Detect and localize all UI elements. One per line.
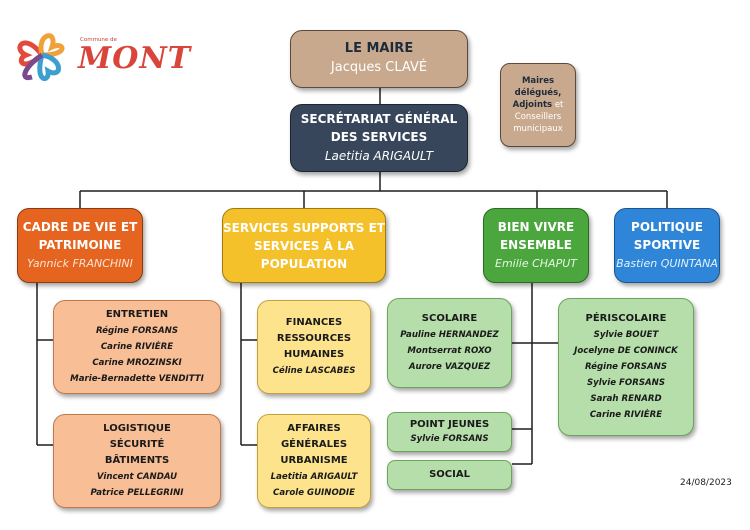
- unit-logistique-box: LOGISTIQUE SÉCURITÉ BÂTIMENTS Vincent CA…: [53, 414, 221, 508]
- maire-title: LE MAIRE: [344, 41, 414, 56]
- dept-supports-title-2: SERVICES À LA: [253, 238, 355, 253]
- logo-commune-de: Commune de: [80, 37, 117, 43]
- unit-periscolaire-person: Carine RIVIÈRE: [589, 410, 663, 420]
- clover-logo-icon: [17, 33, 65, 82]
- sg-box: SECRÉTARIAT GÉNÉRAL DES SERVICES Laetiti…: [290, 104, 468, 172]
- unit-social-box: SOCIAL: [387, 460, 512, 490]
- dept-sport-box: POLITIQUE SPORTIVE Bastien QUINTANA: [614, 208, 720, 283]
- sg-title-1: SECRÉTARIAT GÉNÉRAL: [300, 112, 458, 126]
- unit-scolaire-person: Pauline HERNANDEZ: [400, 330, 499, 340]
- unit-logistique-title-1: LOGISTIQUE: [103, 423, 171, 434]
- unit-scolaire-person: Montserrat ROXO: [407, 346, 492, 356]
- adjoints-line2: délégués,: [514, 88, 562, 98]
- unit-pointjeunes-person: Sylvie FORSANS: [410, 434, 489, 444]
- unit-social-title: SOCIAL: [429, 469, 470, 480]
- unit-pointjeunes-box: POINT JEUNES Sylvie FORSANS: [387, 412, 512, 452]
- unit-entretien-person: Marie-Bernadette VENDITTI: [70, 374, 204, 384]
- dept-sport-title-2: SPORTIVE: [633, 237, 701, 252]
- unit-periscolaire-title: PÉRISCOLAIRE: [585, 313, 667, 324]
- unit-logistique-person: Patrice PELLEGRINI: [90, 488, 184, 498]
- unit-periscolaire-person: Régine FORSANS: [584, 362, 668, 372]
- adjoints-line3b: et: [554, 100, 564, 110]
- unit-scolaire-title: SCOLAIRE: [421, 313, 478, 324]
- adjoints-line4: Conseillers: [514, 112, 562, 122]
- dept-cadre-name: Yannick FRANCHINI: [27, 256, 133, 270]
- commune-logo: Commune de MONT: [12, 25, 190, 87]
- dept-sport-name: Bastien QUINTANA: [616, 256, 718, 270]
- unit-finances-title-1: FINANCES: [285, 317, 343, 328]
- sg-name: Laetitia ARIGAULT: [324, 149, 434, 163]
- unit-entretien-box: ENTRETIEN Régine FORSANS Carine RIVIÈRE …: [53, 300, 221, 394]
- unit-periscolaire-person: Sylvie FORSANS: [586, 378, 666, 388]
- dept-supports-title-3: POPULATION: [260, 256, 348, 271]
- sg-title-2: DES SERVICES: [330, 130, 428, 144]
- dept-sport-title-1: POLITIQUE: [631, 219, 703, 234]
- dept-cadre-title-1: CADRE DE VIE ET: [22, 219, 138, 234]
- adjoints-line5: municipaux: [513, 124, 563, 134]
- unit-periscolaire-person: Jocelyne DE CONINCK: [574, 346, 678, 356]
- unit-logistique-title-3: BÂTIMENTS: [104, 455, 170, 466]
- unit-entretien-person: Carine MROZINSKI: [92, 358, 182, 368]
- unit-periscolaire-box: PÉRISCOLAIRE Sylvie BOUET Jocelyne DE CO…: [558, 298, 694, 436]
- dept-cadre-box: CADRE DE VIE ET PATRIMOINE Yannick FRANC…: [17, 208, 143, 283]
- logo-name: MONT: [78, 41, 192, 76]
- dept-bienvivre-title-2: ENSEMBLE: [499, 237, 572, 252]
- unit-logistique-person: Vincent CANDAU: [96, 472, 178, 482]
- unit-logistique-title-2: SÉCURITÉ: [109, 439, 165, 450]
- unit-finances-box: FINANCES RESSOURCES HUMAINES Céline LASC…: [257, 300, 371, 394]
- unit-scolaire-box: SCOLAIRE Pauline HERNANDEZ Montserrat RO…: [387, 298, 512, 388]
- unit-scolaire-person: Aurore VAZQUEZ: [408, 362, 491, 372]
- unit-pointjeunes-title: POINT JEUNES: [409, 419, 490, 430]
- unit-affaires-title-3: URBANISME: [280, 455, 348, 466]
- dept-bienvivre-title-1: BIEN VIVRE: [497, 219, 575, 234]
- unit-affaires-person: Laetitia ARIGAULT: [270, 472, 358, 482]
- dept-cadre-title-2: PATRIMOINE: [38, 237, 122, 252]
- dept-supports-title-1: SERVICES SUPPORTS ET: [223, 220, 385, 235]
- dept-supports-box: SERVICES SUPPORTS ET SERVICES À LA POPUL…: [222, 208, 386, 283]
- unit-affaires-box: AFFAIRES GÉNÉRALES URBANISME Laetitia AR…: [257, 414, 371, 508]
- maire-box: LE MAIRE Jacques CLAVÉ: [290, 30, 468, 88]
- dept-bienvivre-box: BIEN VIVRE ENSEMBLE Emilie CHAPUT: [483, 208, 589, 283]
- unit-affaires-person: Carole GUINODIE: [273, 488, 355, 498]
- unit-entretien-person: Carine RIVIÈRE: [100, 342, 174, 352]
- maire-name: Jacques CLAVÉ: [330, 60, 428, 75]
- adjoints-line3a: Adjoints: [512, 100, 553, 110]
- unit-entretien-person: Régine FORSANS: [95, 326, 179, 336]
- document-date: 24/08/2023: [680, 478, 732, 488]
- unit-periscolaire-person: Sylvie BOUET: [593, 330, 659, 340]
- unit-finances-person: Céline LASCABES: [272, 366, 356, 376]
- unit-affaires-title-2: GÉNÉRALES: [280, 439, 348, 450]
- unit-periscolaire-person: Sarah RENARD: [590, 394, 662, 404]
- unit-finances-title-2: RESSOURCES: [276, 333, 352, 344]
- adjoints-line1: Maires: [521, 76, 555, 86]
- dept-bienvivre-name: Emilie CHAPUT: [495, 256, 577, 270]
- adjoints-line3: Adjoints et: [513, 99, 564, 111]
- unit-entretien-title: ENTRETIEN: [105, 309, 169, 320]
- unit-affaires-title-1: AFFAIRES: [287, 423, 341, 434]
- adjoints-box: Maires délégués, Adjoints et Conseillers…: [500, 63, 576, 147]
- unit-finances-title-3: HUMAINES: [283, 349, 345, 360]
